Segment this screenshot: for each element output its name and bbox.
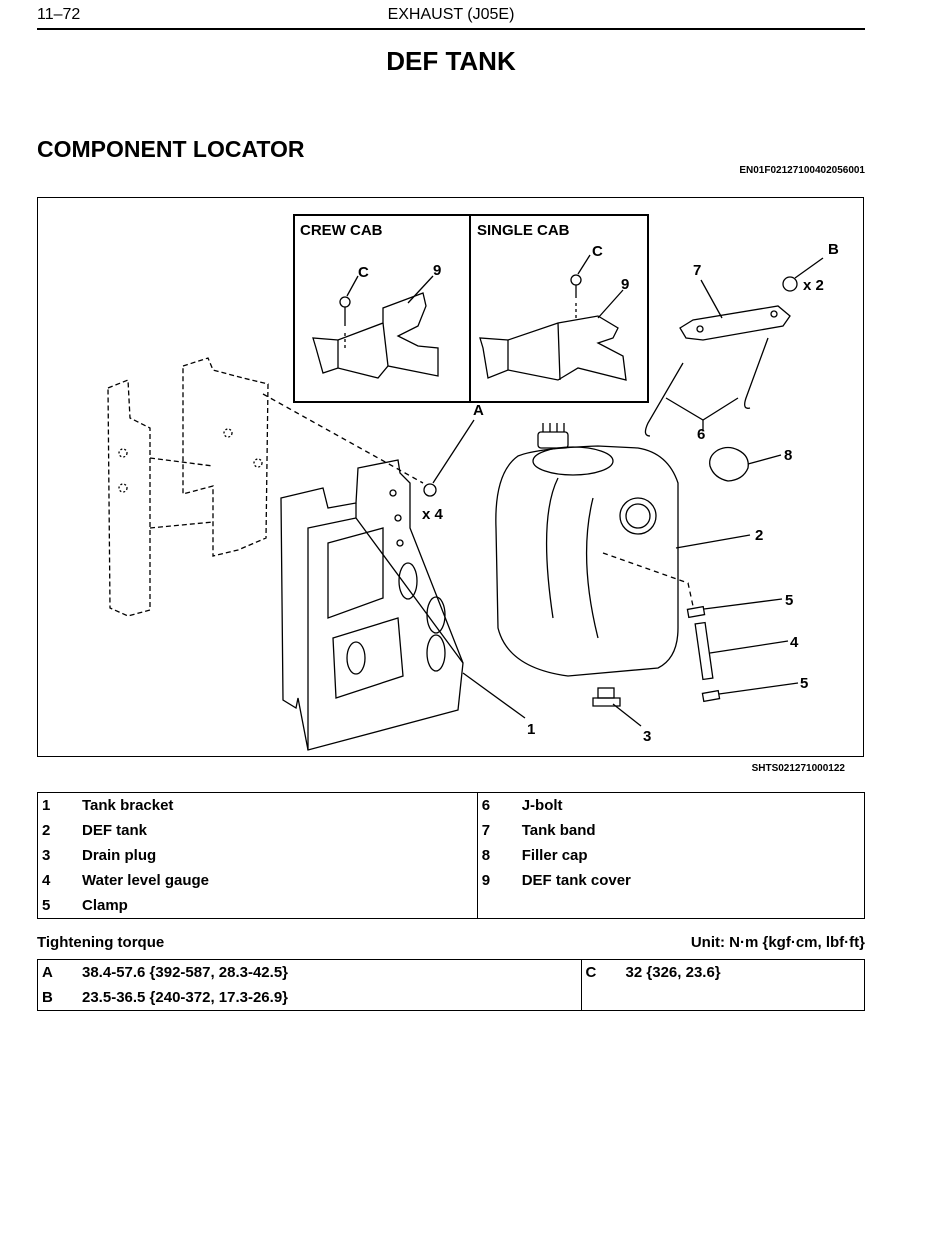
quantity-x2: x 2 (803, 277, 824, 294)
section-subtitle: COMPONENT LOCATOR (37, 136, 305, 162)
callout-9-crew: 9 (433, 262, 441, 279)
callout-2: 2 (755, 527, 763, 544)
legend-name: Water level gauge (82, 872, 209, 889)
torque-label: Tightening torque (37, 934, 165, 951)
filler-cap (709, 446, 749, 482)
callout-a: A (473, 402, 484, 419)
clamp-lower (701, 689, 721, 703)
j-bolt-right (744, 337, 769, 409)
legend-number: 6 (476, 792, 518, 818)
nut-b (782, 276, 798, 292)
drain-plug (592, 697, 621, 707)
component-legend-table: 1 Tank bracket 6 J-bolt 2 DEF tank 7 Tan… (37, 792, 865, 919)
legend-number: 5 (42, 897, 51, 914)
callout-8: 8 (784, 447, 792, 464)
table-row: A 38.4-57.6 {392-587, 28.3-42.5} C 32 {3… (38, 959, 865, 985)
page-title: DEF TANK (386, 46, 516, 76)
legend-name: DEF tank cover (521, 872, 631, 889)
tank-bracket (280, 459, 464, 751)
page-header: 11–72 EXHAUST (J05E) (37, 4, 865, 30)
legend-name (518, 893, 865, 919)
table-row: 4 Water level gauge 9 DEF tank cover (38, 868, 865, 893)
torque-value: 32 {326, 23.6} (625, 964, 721, 981)
callout-3: 3 (643, 728, 651, 745)
table-row: 1 Tank bracket 6 J-bolt (38, 792, 865, 818)
legend-name: Clamp (82, 897, 128, 914)
torque-value (622, 985, 865, 1011)
diagram-drawing: CREW CAB SINGLE CAB C 9 C 9 A x 4 B x 2 … (107, 214, 839, 751)
torque-key (580, 985, 622, 1011)
table-row: B 23.5-36.5 {240-372, 17.3-26.9} (38, 985, 865, 1011)
tank-band (679, 305, 791, 341)
frame-mount-plate (107, 379, 151, 617)
torque-table: A 38.4-57.6 {392-587, 28.3-42.5} C 32 {3… (37, 959, 865, 1011)
j-bolt-left (644, 362, 684, 437)
clamp-upper (686, 605, 706, 619)
water-level-gauge (694, 621, 714, 681)
figure-code: SHTS021271000122 (751, 763, 845, 774)
single-cab-cover (479, 315, 627, 381)
torque-value: 38.4-57.6 {392-587, 28.3-42.5} (82, 964, 288, 981)
legend-name: Tank bracket (82, 797, 174, 814)
callout-5-lower: 5 (800, 675, 808, 692)
legend-name: J-bolt (521, 797, 563, 814)
crew-cab-cover (312, 292, 439, 379)
callout-7: 7 (693, 262, 701, 279)
page-number: 11–72 (37, 6, 81, 23)
torque-key: C (580, 959, 622, 985)
torque-unit: Unit: N·m {kgf·cm, lbf·ft} (690, 934, 865, 951)
callout-5-upper: 5 (785, 592, 793, 609)
legend-name: DEF tank (82, 822, 148, 839)
legend-name: Tank band (521, 822, 596, 839)
section-title: EXHAUST (J05E) (387, 6, 515, 23)
document-code: EN01F02127100402056001 (739, 165, 865, 176)
torque-key: A (42, 964, 53, 981)
torque-header: Tightening torque Unit: N·m {kgf·cm, lbf… (37, 934, 865, 951)
table-row: 2 DEF tank 7 Tank band (38, 818, 865, 843)
legend-number: 9 (476, 868, 518, 893)
legend-number: 2 (42, 822, 51, 839)
legend-number (476, 893, 518, 919)
def-tank (495, 445, 679, 677)
nut-a (423, 483, 437, 497)
legend-number: 1 (42, 797, 51, 814)
table-row: 5 Clamp (38, 893, 865, 919)
component-diagram: CREW CAB SINGLE CAB C 9 C 9 A x 4 B x 2 … (37, 197, 864, 757)
legend-number: 8 (476, 843, 518, 868)
crew-cab-label: CREW CAB (300, 222, 383, 239)
legend-number: 3 (42, 847, 51, 864)
callout-4: 4 (790, 634, 799, 651)
callout-c-crew: C (358, 264, 369, 281)
table-row: 3 Drain plug 8 Filler cap (38, 843, 865, 868)
quantity-x4: x 4 (422, 506, 444, 523)
legend-number: 4 (42, 872, 51, 889)
callout-1: 1 (527, 721, 535, 738)
single-cab-label: SINGLE CAB (477, 222, 570, 239)
legend-number: 7 (476, 818, 518, 843)
callout-c-single: C (592, 243, 603, 260)
callout-9-single: 9 (621, 276, 629, 293)
legend-name: Drain plug (82, 847, 157, 864)
legend-name: Filler cap (521, 847, 588, 864)
callout-b: B (828, 241, 839, 258)
torque-key: B (42, 989, 53, 1006)
torque-value: 23.5-36.5 {240-372, 17.3-26.9} (82, 989, 288, 1006)
callout-6: 6 (697, 426, 705, 443)
